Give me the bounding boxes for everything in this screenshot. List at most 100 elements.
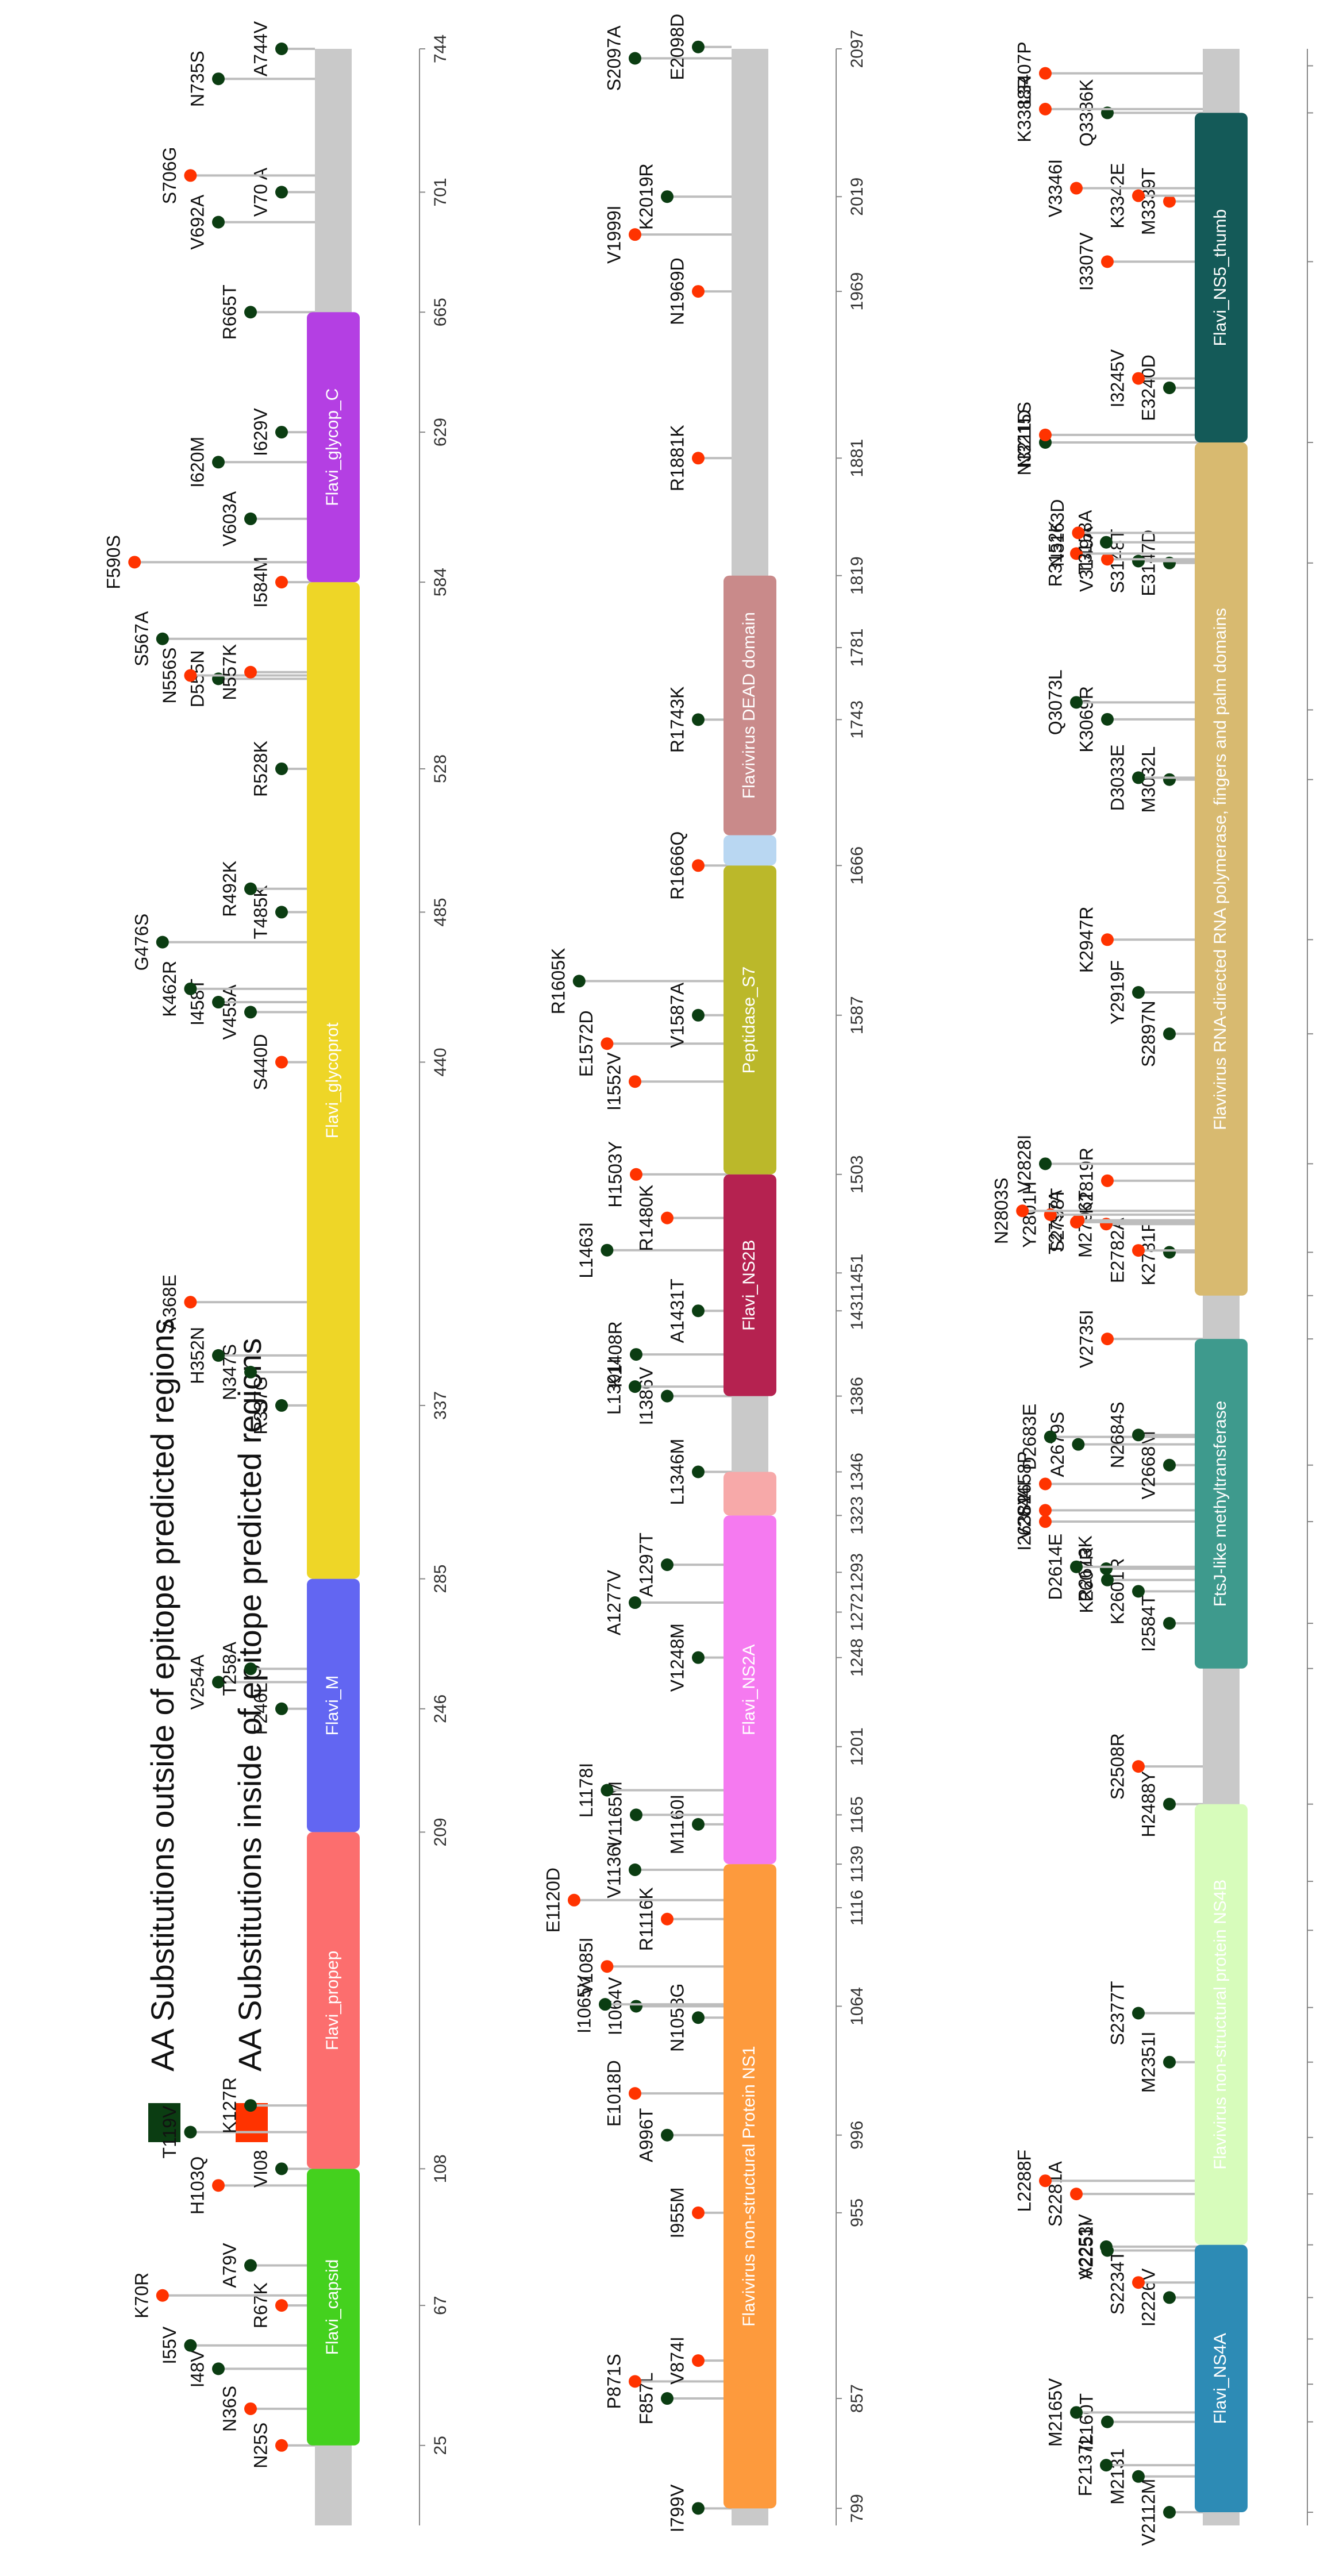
mutation-label: I48V	[187, 2350, 207, 2388]
mutation-marker: T258A	[219, 1641, 315, 1696]
mutation-marker: R528K	[250, 741, 315, 797]
mutation-label: K3342E	[1107, 163, 1127, 229]
mutation-label: M2165V	[1045, 2378, 1065, 2447]
axis-tick-label: 996	[848, 2121, 867, 2150]
axis-tick-label: 2584	[1319, 1604, 1320, 1643]
mutation-dot	[692, 285, 705, 298]
mutation-dot	[1100, 1562, 1113, 1575]
mutation-dot	[1070, 182, 1083, 195]
mutation-marker: V874I	[667, 2336, 732, 2385]
mutation-dot	[629, 52, 641, 65]
mutation-dot	[692, 2011, 705, 2024]
axis-tick-label: 1451	[848, 1254, 867, 1292]
mutation-label: V874I	[667, 2336, 687, 2385]
mutation-marker: L1178I	[576, 1763, 732, 1818]
mutation-dot	[184, 982, 197, 995]
protein-domain: Peptidase_S7	[724, 865, 776, 1175]
axis-tick-label: 3307	[1319, 242, 1320, 281]
mutation-marker: N3163D	[1047, 499, 1203, 567]
mutation-dot	[275, 186, 288, 199]
mutation-marker: Y2919F	[1107, 960, 1203, 1025]
mutation-marker: I48V	[187, 2350, 315, 2388]
mutation-label: V2251I	[1076, 2221, 1096, 2279]
mutation-dot	[184, 1296, 197, 1309]
axis-tick-label: 3147	[1319, 544, 1320, 582]
mutation-marker: R337G	[250, 1376, 315, 1435]
axis-tick-label: 799	[848, 2494, 867, 2523]
axis-tick-label: 2947	[1319, 921, 1320, 959]
mutation-label: V1085I	[576, 1937, 596, 1995]
mutation-marker: R1605K	[548, 948, 732, 1014]
mutation-label: I2638V	[1014, 1492, 1034, 1551]
mutation-label: N735S	[187, 51, 207, 107]
axis-tick-label: 1781	[848, 629, 867, 667]
legend-label-outside: AA Substitutions outside of epitope pred…	[144, 1318, 180, 2071]
mutation-label: N2803S	[991, 1177, 1012, 1244]
axis-tick-label: 2019	[848, 178, 867, 216]
mutation-label: A368E	[159, 1274, 180, 1330]
mutation-dot	[630, 2000, 642, 2013]
mutation-marker: N1969D	[667, 257, 732, 325]
mutation-dot	[572, 975, 586, 988]
mutation-label: A996T	[636, 2108, 656, 2162]
mutation-marker: D2683E	[1019, 1404, 1203, 1470]
domain-box	[724, 1174, 776, 1396]
mutation-dot	[1132, 986, 1145, 999]
mutation-marker: I629V	[250, 408, 315, 456]
mutation-label: H352N	[187, 1327, 207, 1384]
mutation-dot	[1163, 195, 1176, 208]
mutation-label: A79V	[219, 2243, 240, 2288]
mutation-marker: K462R	[159, 961, 315, 1017]
mutation-label: I1065V	[574, 1975, 594, 2034]
mutation-dot	[184, 669, 197, 682]
mutation-dot	[1132, 2276, 1145, 2289]
mutation-marker: K3342E	[1107, 163, 1203, 229]
mutation-dot	[244, 882, 257, 895]
mutation-label: V1587A	[667, 982, 687, 1048]
mutation-label: R665T	[219, 284, 240, 340]
mutation-marker: S706G	[159, 147, 315, 204]
mutation-dot	[692, 2502, 705, 2515]
mutation-dot	[275, 2299, 288, 2312]
mutation-marker: I2584T	[1138, 1595, 1203, 1652]
protein-domain: Flavi_M	[307, 1578, 360, 1832]
mutation-marker: V1999I	[603, 205, 732, 264]
mutation-dot	[630, 1168, 642, 1181]
mutation-label: V603A	[219, 491, 240, 546]
mutation-dot	[275, 576, 288, 589]
mutation-marker: Q3073L	[1045, 669, 1203, 735]
mutation-dot	[1101, 713, 1114, 726]
protein-domain: Flavi_NS4A	[1195, 2244, 1248, 2513]
mutation-label: V2828I	[1014, 1135, 1034, 1193]
mutation-dot	[1101, 1573, 1114, 1587]
mutation-dot	[661, 2128, 674, 2142]
mutation-marker: N36S	[219, 2386, 315, 2432]
mutation-dot	[275, 426, 288, 439]
mutation-dot	[1070, 547, 1083, 560]
mutation-marker: V2828I	[1014, 1135, 1203, 1193]
mutation-marker: K127R	[219, 2077, 315, 2134]
mutation-dot	[692, 1818, 705, 1831]
domain-label: Flavi_propep	[323, 1951, 342, 2050]
axis-tick-label: 440	[431, 1048, 450, 1076]
mutation-label: I799V	[667, 2484, 687, 2532]
mutation-label: V2112M	[1138, 2479, 1159, 2546]
mutation-dot	[1101, 1174, 1114, 1187]
mutation-marker: N735S	[187, 51, 315, 107]
protein-domain: Flavivirus DEAD domain	[724, 575, 776, 835]
mutation-dot	[244, 2259, 257, 2272]
mutation-dot	[629, 1075, 641, 1088]
mutation-dot	[692, 1008, 705, 1022]
axis-tick-label: 2380	[1319, 1988, 1320, 2027]
protein-domain	[724, 1472, 776, 1516]
axis-tick-label: 2668	[1319, 1446, 1320, 1484]
axis-tick-label: 2180	[1319, 2365, 1320, 2404]
domain-box	[724, 575, 776, 835]
mutation-marker: V2644I	[1014, 1481, 1203, 1539]
domain-label: Flavivirus DEAD domain	[740, 612, 759, 799]
mutation-label: VI08	[250, 2150, 271, 2188]
domain-label: Flavi_NS2A	[740, 1645, 759, 1735]
mutation-dot	[1100, 536, 1113, 549]
mutation-dot	[568, 1893, 580, 1907]
mutation-dot	[156, 2289, 169, 2302]
